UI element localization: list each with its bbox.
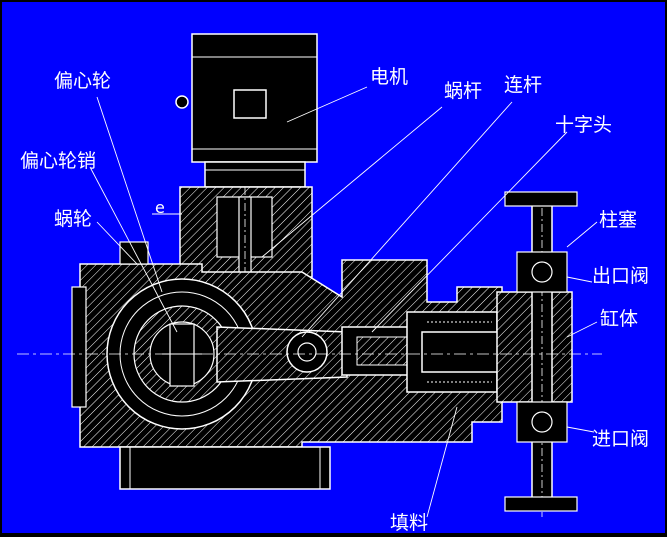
label-eccentric-pin: 偏心轮销: [20, 150, 97, 172]
label-connecting-rod: 连杆: [504, 74, 543, 96]
label-outlet-valve: 出口阀: [592, 265, 650, 287]
label-eccentric-wheel: 偏心轮: [54, 70, 112, 92]
cylinder-body: [496, 191, 578, 517]
label-worm: 蜗杆: [444, 80, 483, 102]
label-plunger: 柱塞: [599, 209, 638, 231]
label-worm-wheel: 蜗轮: [54, 208, 93, 230]
label-motor: 电机: [370, 66, 409, 88]
label-eccentricity: e: [155, 198, 165, 217]
outlet-valve: [516, 251, 568, 293]
leader-lines: [89, 86, 598, 518]
label-packing: 填料: [390, 512, 429, 534]
motor: [175, 33, 318, 188]
inlet-valve: [516, 401, 568, 443]
label-cylinder: 缸体: [600, 308, 639, 330]
label-crosshead: 十字头: [555, 114, 613, 136]
label-inlet-valve: 进口阀: [592, 428, 650, 450]
connecting-rod: [216, 326, 348, 383]
